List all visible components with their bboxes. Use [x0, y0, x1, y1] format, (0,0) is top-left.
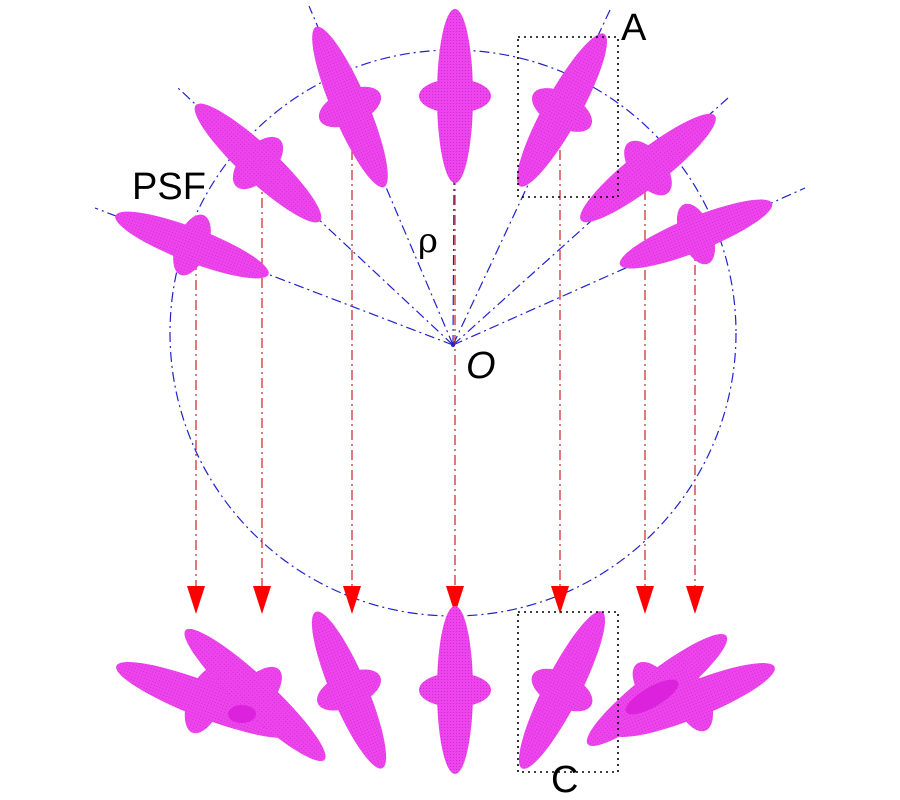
psf-overlap: [228, 705, 256, 723]
label-box-bottom: C: [551, 759, 578, 800]
arrowhead: [686, 586, 704, 614]
box-c: [517, 611, 619, 773]
psf-overlap: [625, 679, 679, 715]
box-a: [517, 36, 619, 198]
psf-shape: [311, 611, 387, 769]
psf-shape: [619, 199, 773, 269]
arrowhead: [343, 586, 361, 614]
psf-shape: [516, 33, 608, 187]
psf-shape: [611, 663, 775, 737]
origin-point: [451, 343, 455, 347]
projection-arrowheads: [187, 586, 704, 614]
psf-shape: [115, 211, 269, 279]
arrowhead: [551, 586, 569, 614]
psf-shape: [419, 9, 491, 183]
psf-shape: [419, 606, 491, 774]
arrowhead: [636, 586, 654, 614]
psf-shape: [312, 26, 388, 188]
arrowhead: [187, 586, 205, 614]
arrowhead: [446, 586, 464, 614]
psf-shape: [580, 113, 716, 223]
psf-shape: [194, 103, 322, 223]
label-radius: ρ: [418, 221, 438, 261]
psf-row-bottom: [116, 606, 775, 774]
arrowhead: [253, 586, 271, 614]
psf-shape: [518, 611, 606, 769]
label-box-top: A: [621, 7, 647, 49]
psf-ring-top: [115, 9, 773, 279]
label-psf: PSF: [132, 166, 206, 208]
label-origin: O: [466, 345, 496, 387]
